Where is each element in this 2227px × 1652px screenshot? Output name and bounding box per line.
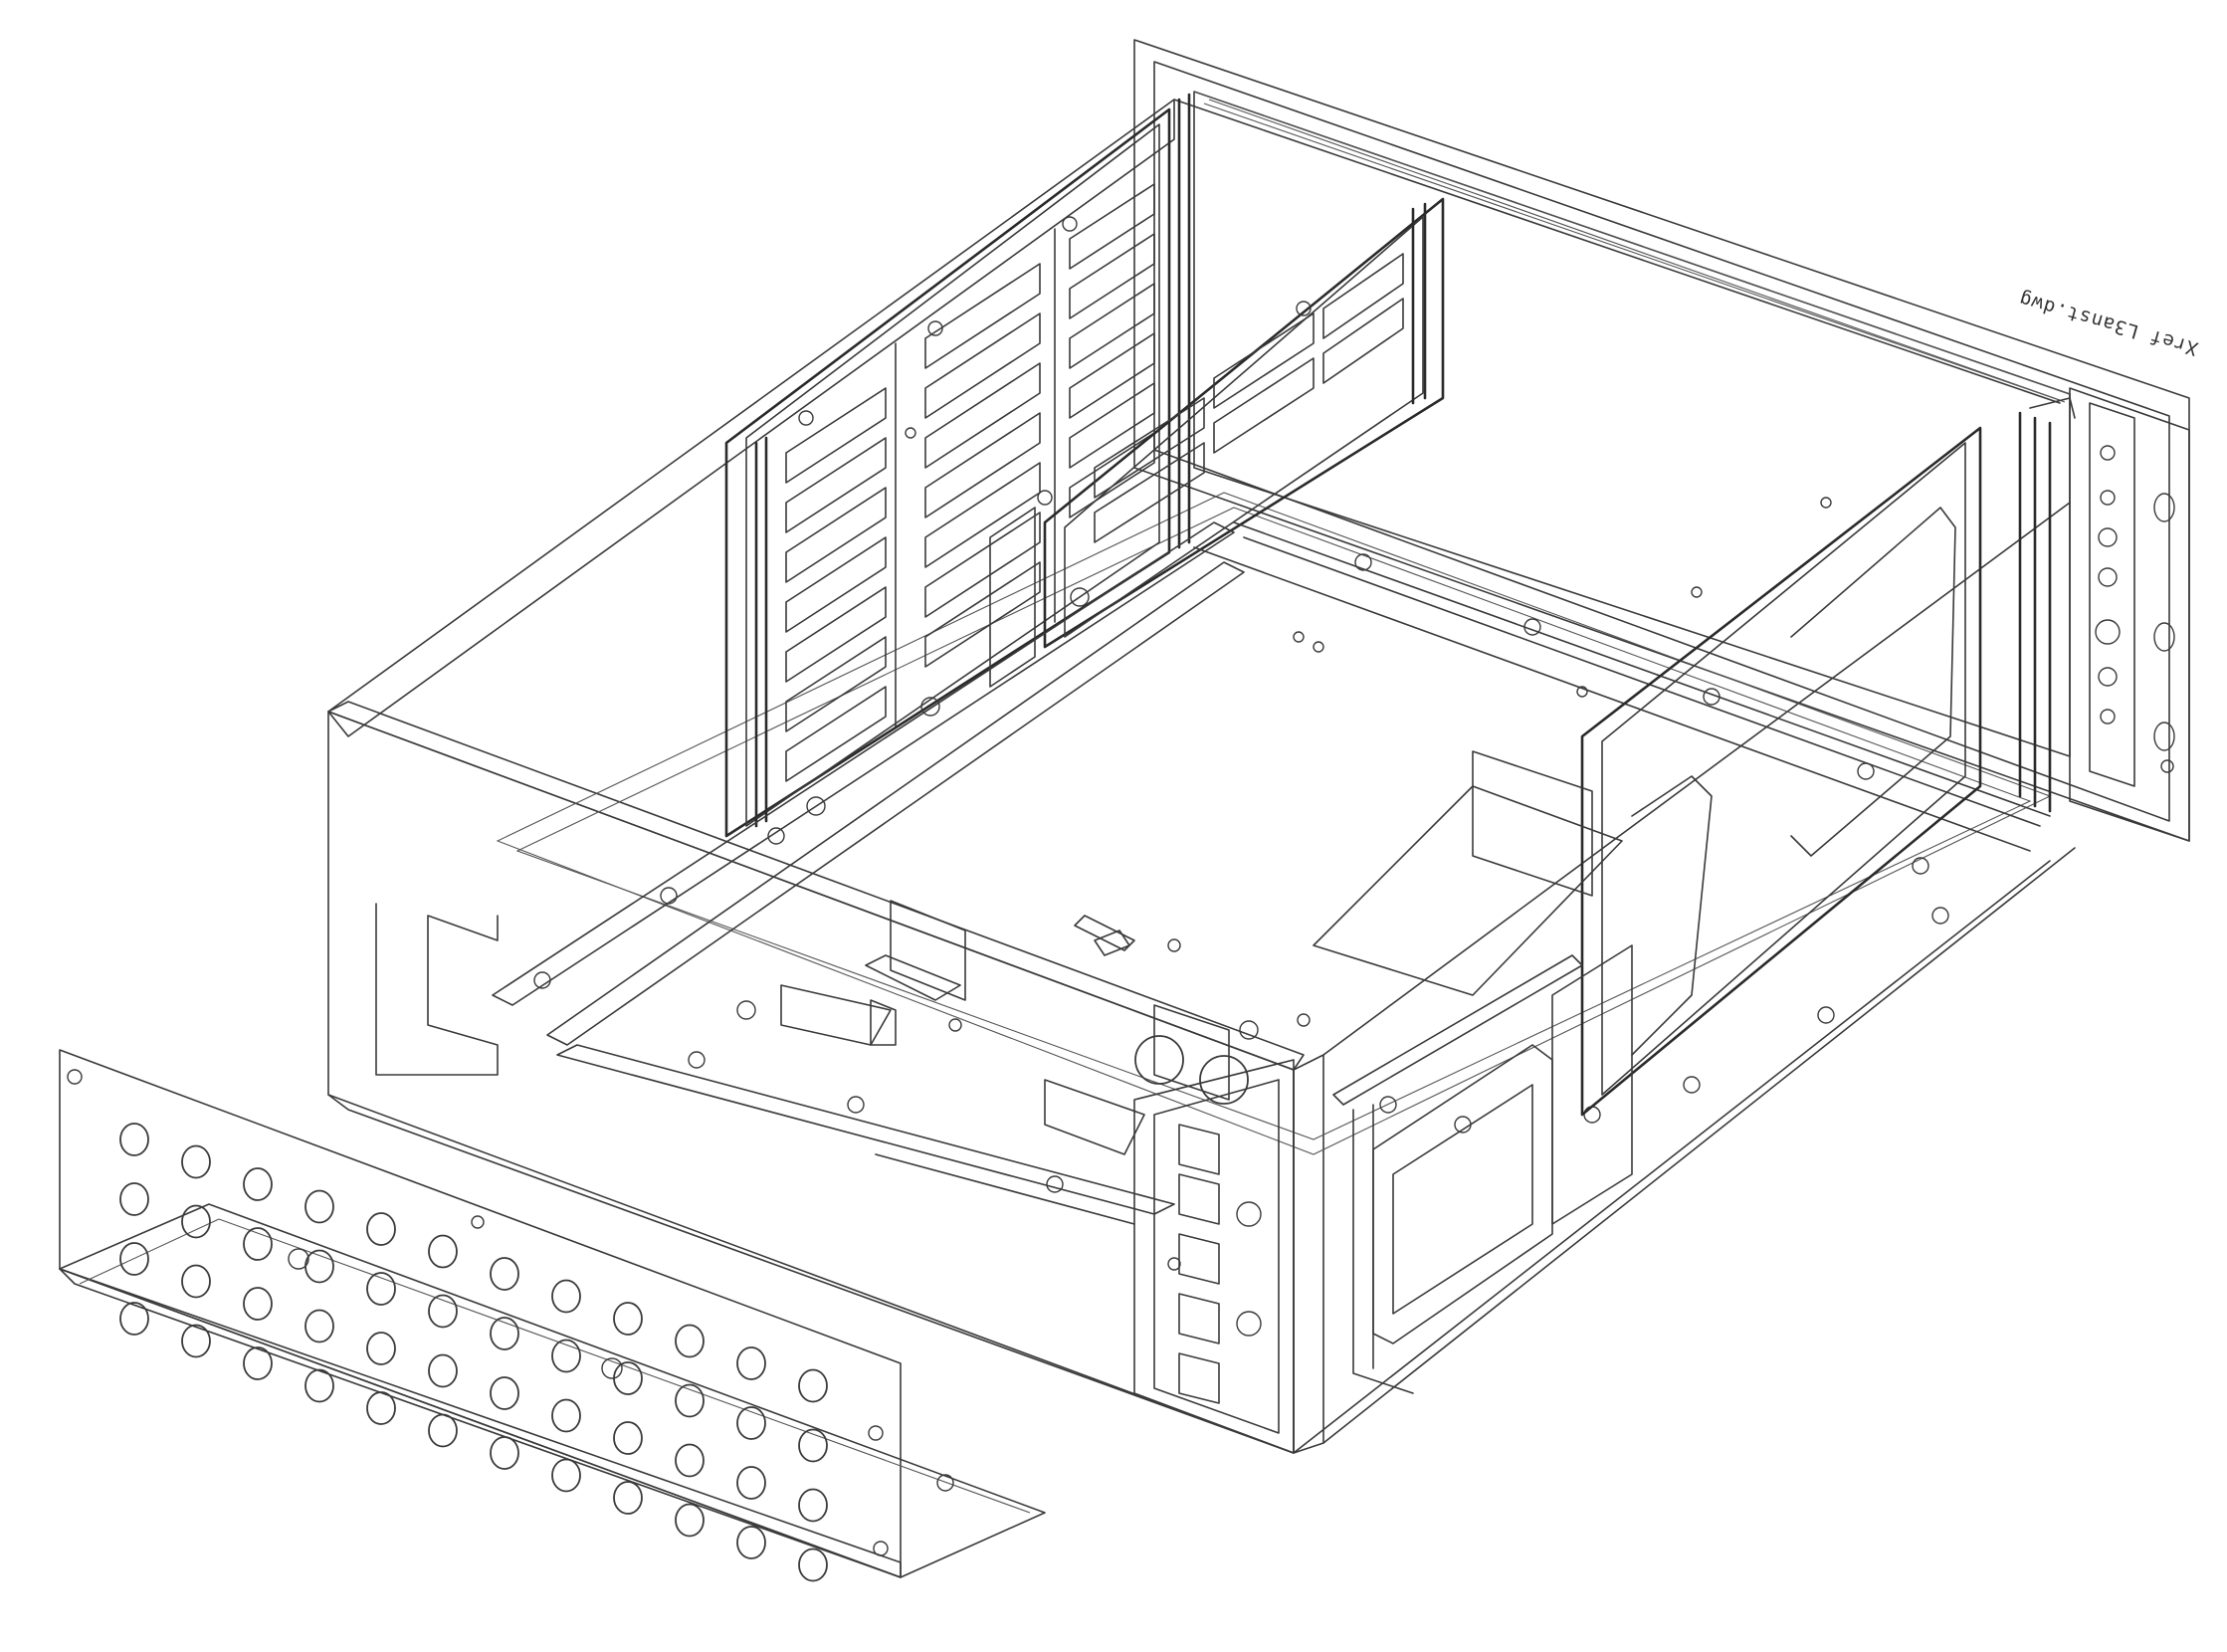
panel-hole [551, 1279, 581, 1314]
panel-hole [243, 1167, 273, 1201]
panel-hole [551, 1339, 581, 1373]
panel-hole [243, 1287, 273, 1321]
panel-hole [798, 1548, 828, 1582]
panel-hole [428, 1413, 458, 1448]
panel-hole [428, 1353, 458, 1388]
panel-hole [304, 1249, 334, 1284]
panel-hole [181, 1264, 211, 1299]
panel-hole [366, 1332, 396, 1365]
panel-hole [119, 1302, 149, 1336]
panel-hole [675, 1383, 705, 1418]
panel-hole [304, 1368, 334, 1403]
panel-hole [551, 1458, 581, 1493]
panel-hole [798, 1428, 828, 1463]
panel-hole [798, 1368, 828, 1403]
panel-hole [304, 1189, 334, 1224]
panel-hole [304, 1309, 334, 1343]
panel-hole [243, 1346, 273, 1380]
card-rack-rear [989, 197, 1445, 688]
panel-hole [675, 1503, 705, 1538]
panel-hole [551, 1398, 581, 1433]
front-panel-holes [119, 1123, 828, 1582]
panel-hole [613, 1421, 643, 1455]
front-connector-flange [1133, 1059, 1295, 1454]
card-rack-left [724, 93, 1191, 838]
panel-hole [675, 1443, 705, 1478]
panel-hole [243, 1227, 273, 1261]
panel-hole [181, 1144, 211, 1179]
panel-hole [736, 1346, 766, 1380]
floor-cutouts [736, 900, 1259, 1155]
panel-hole [428, 1234, 458, 1269]
panel-hole [490, 1257, 519, 1291]
panel-hole [675, 1324, 705, 1358]
panel-hole [613, 1302, 643, 1336]
main-enclosure [327, 99, 2076, 1454]
panel-hole [736, 1466, 766, 1500]
panel-hole [119, 1123, 149, 1156]
panel-hole [490, 1317, 519, 1350]
card-slots-left-column [785, 387, 887, 782]
panel-hole [181, 1204, 211, 1239]
panel-hole [119, 1182, 149, 1216]
panel-hole [490, 1436, 519, 1470]
panel-hole [366, 1212, 396, 1246]
card-slots-right-column [1069, 183, 1155, 518]
panel-hole [490, 1376, 519, 1410]
panel-hole [428, 1294, 458, 1329]
panel-hole [613, 1361, 643, 1395]
panel-hole [366, 1391, 396, 1425]
right-bracket-assembly [1313, 397, 2076, 1394]
panel-hole [119, 1242, 149, 1276]
rear-flange-right [2069, 387, 2190, 842]
front-hole-panel [59, 1049, 1046, 1582]
panel-hole [181, 1324, 211, 1358]
panel-hole [736, 1526, 766, 1559]
panel-hole [613, 1481, 643, 1515]
rear-panel [1133, 39, 2190, 842]
panel-hole [366, 1272, 396, 1306]
card-slots-middle-column [924, 263, 1041, 668]
panel-hole [798, 1488, 828, 1523]
panel-hole [736, 1406, 766, 1440]
